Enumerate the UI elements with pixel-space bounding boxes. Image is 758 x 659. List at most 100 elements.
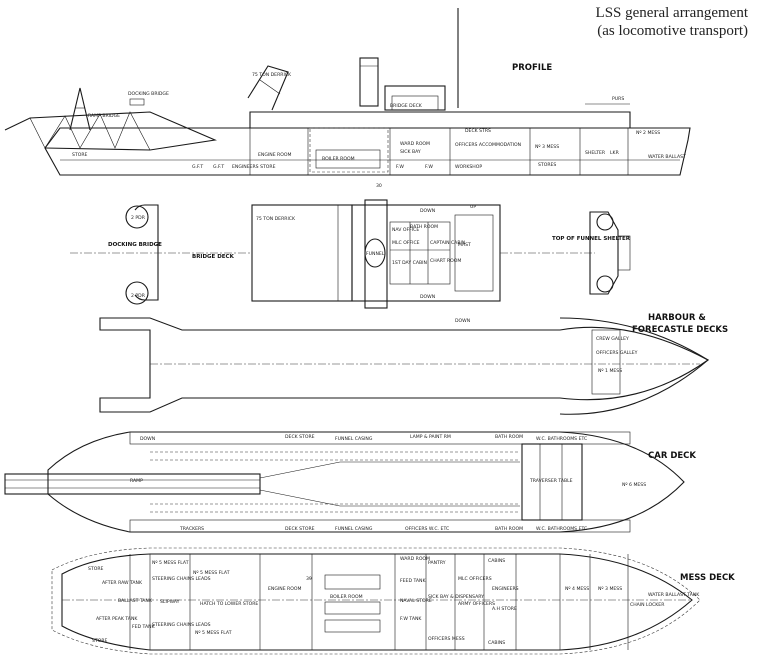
profile-ton-derrick: 75 TON DERRICK — [252, 72, 292, 78]
profile-shelter: SHELTER — [585, 150, 606, 156]
profile-engineers-store: ENGINEERS STORE — [232, 164, 276, 170]
harbour-mess-1: Nº 1 MESS — [598, 368, 622, 374]
ramp — [4, 473, 261, 495]
ramp-tower — [69, 87, 91, 131]
mess-naval-store: NAVAL STORE — [400, 598, 432, 604]
docking-port-label: 2 PDR — [131, 215, 146, 221]
mess-ballast-tank: BALLAST TANK — [118, 598, 153, 604]
mess-cabins-1: CABINS — [488, 558, 505, 564]
profile-mess-2: Nº 2 MESS — [636, 130, 660, 136]
bridge-mlc-office: MLC OFFICE — [392, 240, 420, 246]
car-wc-bathrooms-1: W.C. BATHROOMS ETC — [536, 436, 587, 442]
mess-deck-hull — [61, 553, 693, 651]
profile-sick-bay: SICK BAY — [400, 149, 421, 155]
mess-ah-store: A.H STORE — [492, 606, 517, 612]
mess-after-raw-tank: AFTER RAW TANK — [102, 580, 143, 586]
docking-stbd-label: 2 PDR — [131, 293, 146, 299]
harbour-officers-galley: OFFICERS GALLEY — [596, 350, 638, 356]
car-deck-view: CAR DECK TRAVERSER TABLE Nº 6 MESS RAMP … — [4, 431, 696, 533]
bridge-derrick-label: 75 TON DERRICK — [256, 216, 296, 222]
profile-fw: F.W — [396, 164, 404, 170]
profile-view: PROFILE BRIDGE DECK 75 TON DERRICK PURS — [4, 8, 691, 189]
profile-engine-room: ENGINE ROOM — [258, 152, 291, 158]
stbd-gun-circle — [125, 281, 149, 305]
car-down: DOWN — [140, 436, 155, 442]
mess-pantry: PANTRY — [428, 560, 446, 566]
docking-bridge-view: 2 PDR 2 PDR DOCKING BRIDGE — [70, 204, 250, 305]
car-trackers: TRACKERS — [179, 526, 204, 532]
mess-boiler-room: BOILER ROOM — [330, 594, 363, 600]
funnel-shelter-heading: TOP OF FUNNEL SHELTER — [552, 236, 631, 242]
mess-mess5-flat-2: Nº 5 MESS FLAT — [195, 630, 232, 636]
mess-steering-2: STEERING CHAINS LEADS — [152, 622, 211, 628]
port-gun-circle — [125, 205, 149, 229]
mess-water-ballast: WATER BALLAST TANK — [648, 592, 700, 598]
profile-store: STORE — [72, 152, 88, 158]
car-mess-6: Nº 6 MESS — [622, 482, 646, 488]
mess-deck-heading: MESS DECK — [680, 573, 735, 583]
mess-sick-bay: SICK BAY & DISPENSARY — [428, 594, 484, 600]
harbour-down: DOWN — [455, 318, 470, 324]
bridge-chart-room: CHART ROOM — [430, 258, 461, 264]
car-deck-heading: CAR DECK — [648, 451, 696, 461]
profile-boiler-room: BOILER ROOM — [322, 156, 355, 162]
profile-water-ballast: WATER BALLAST — [648, 154, 686, 160]
mess-steering-1: STEERING CHAINS LEADS — [152, 576, 211, 582]
car-bath-room-1: BATH ROOM — [495, 434, 523, 440]
profile-officers-accommodation: OFFICERS ACCOMMODATION — [455, 142, 521, 148]
car-officers-wc: OFFICERS W.C. ETC — [405, 526, 449, 532]
mess-army-officers: ARMY OFFICERS — [458, 601, 495, 607]
funnel — [359, 57, 379, 107]
mess-officers-mess: OFFICERS MESS — [428, 636, 465, 642]
profile-purs: PURS — [612, 96, 624, 102]
derrick — [247, 65, 289, 111]
title-line-1: LSS general arrangement — [595, 5, 748, 21]
bridge-funnel-label: FUNNEL — [366, 251, 385, 257]
car-deck-hull — [47, 431, 685, 533]
profile-bridge-deck: BRIDGE DECK — [390, 103, 423, 109]
bridge-captain-cabin: CAPTAIN CABIN — [430, 240, 465, 246]
profile-workshop: WORKSHOP — [455, 164, 482, 170]
mess-fed-tank: FED TANK — [132, 624, 156, 630]
mess-feed-tank: FEED TANK — [400, 578, 426, 584]
profile-fw-tank: F.W — [425, 164, 433, 170]
car-traverser-table: TRAVERSER TABLE — [529, 478, 573, 484]
mess-fw-tank: F.W TANK — [400, 616, 422, 622]
bridge-nav-office: NAV OFFICE — [392, 227, 419, 233]
mess-engineers: ENGINEERS — [492, 586, 519, 592]
profile-ward-room: WARD ROOM — [400, 141, 430, 147]
mess-ward-room: WARD ROOM — [400, 556, 430, 562]
bridge-bath-room: BATH ROOM — [410, 224, 438, 230]
superstructure-upper — [249, 111, 631, 128]
mess-chain-locker: CHAIN LOCKER — [630, 602, 665, 608]
funnel-shelter-view: TOP OF FUNNEL SHELTER — [552, 211, 631, 295]
profile-mark-30: 30 — [376, 183, 382, 189]
mess-cabins-2: CABINS — [488, 640, 505, 646]
profile-deck-strs: DECK STRS — [465, 128, 491, 134]
mess-store-top: STORE — [88, 566, 104, 572]
bridge-up: UP — [470, 204, 476, 210]
profile-mess-3: Nº 3 MESS — [535, 144, 559, 150]
title-line-2: (as locomotive transport) — [597, 23, 748, 39]
profile-lkr: LKR — [610, 150, 620, 156]
harbour-crew-galley: CREW GALLEY — [596, 336, 629, 342]
drawing-title: LSS general arrangement (as locomotive t… — [596, 4, 748, 40]
bridge-deck-view: BRIDGE DECK 75 TON DERRICK FUNNEL NAV OF… — [192, 199, 595, 309]
bridge-deck-heading: BRIDGE DECK — [192, 254, 235, 260]
mess-store-bottom: STORE — [92, 638, 108, 644]
mess-engine-room: ENGINE ROOM — [268, 586, 301, 592]
mess-deck-view: MESS DECK STORE AFTER RAW TANK STEERING … — [51, 547, 735, 655]
bridge-first-day-cabin: 1ST DAY CABIN — [392, 260, 427, 266]
car-wc-bathrooms-2: W.C. BATHROOMS ETC — [536, 526, 587, 532]
mess-hatch: HATCH TO LOWER STORE — [200, 601, 258, 607]
car-ramp: RAMP — [130, 478, 143, 484]
bridge-down-2: DOWN — [420, 294, 435, 300]
mess-mark-39: 39 — [306, 576, 312, 582]
harbour-heading-line2: FORECASTLE DECKS — [632, 325, 728, 335]
profile-ramp-bridge: RAMP BRIDGE — [88, 113, 120, 119]
profile-gft-1: G.F.T — [192, 164, 203, 170]
car-funnel-casing-2: FUNNEL CASING — [335, 526, 373, 532]
harbour-forecastle-view: HARBOUR & FORECASTLE DECKS CREW GALLEY O… — [99, 313, 728, 415]
car-deck-store-1: DECK STORE — [285, 434, 315, 440]
